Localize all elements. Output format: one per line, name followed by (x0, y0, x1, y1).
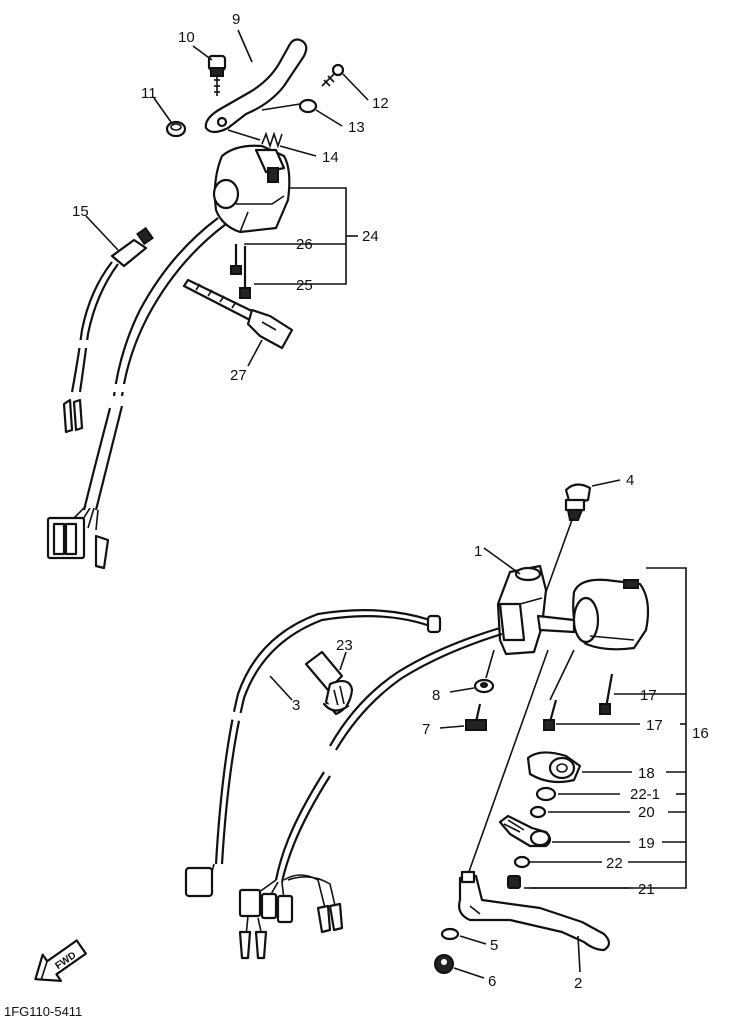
upper-assembly (46, 29, 369, 570)
callout-1: 1 (474, 543, 482, 560)
callout-16: 16 (692, 725, 709, 742)
cam-18 (526, 751, 582, 784)
screw-25 (239, 246, 251, 299)
washer-8 (473, 678, 495, 694)
washer-22-1 (535, 786, 557, 802)
fwd-arrow-icon: FWD (34, 939, 87, 982)
callout-3: 3 (292, 697, 300, 714)
callout-5: 5 (490, 937, 498, 954)
callout-12: 12 (372, 95, 389, 112)
callout-13: 13 (348, 119, 365, 136)
callout-10: 10 (178, 29, 195, 46)
bolt-4 (564, 483, 592, 521)
spring-14 (261, 131, 283, 149)
part-21 (507, 875, 521, 889)
callout-26: 26 (296, 236, 313, 253)
part-20 (529, 805, 547, 819)
nut-11 (165, 120, 187, 138)
switch-housing-16 (572, 578, 650, 651)
callout-17a: 17 (640, 687, 657, 704)
wire-3 (184, 609, 442, 898)
bracket-1 (496, 564, 548, 656)
screw-26 (230, 244, 242, 275)
nut-6 (434, 954, 454, 974)
callout-24: 24 (362, 228, 379, 245)
cable-tie-27 (182, 278, 294, 367)
callout-4: 4 (626, 472, 634, 489)
callout-22: 22 (606, 855, 623, 872)
callout-23: 23 (336, 637, 353, 654)
washer-22 (513, 855, 531, 869)
diagram-code: 1FG110-5411 (4, 1004, 82, 1019)
switch-23 (304, 650, 354, 716)
lower-assembly (184, 479, 687, 979)
callout-14: 14 (322, 149, 339, 166)
sensor-15 (62, 226, 154, 434)
connector-bundle-upper (46, 505, 110, 570)
callout-2: 2 (574, 975, 582, 992)
screw-17b (543, 699, 558, 731)
callout-19: 19 (638, 835, 655, 852)
callout-20: 20 (638, 804, 655, 821)
callout-8: 8 (432, 687, 440, 704)
lever-9 (204, 38, 308, 134)
screw-12 (321, 63, 345, 87)
o-ring-5 (440, 927, 460, 941)
callout-15: 15 (72, 203, 89, 220)
bolt-7 (465, 703, 487, 731)
callout-17b: 17 (646, 717, 663, 734)
switch-housing-24 (212, 144, 291, 234)
callout-11: 11 (141, 85, 157, 102)
adjuster-19 (498, 814, 552, 848)
connector-bundle-lower (238, 874, 344, 960)
callout-27: 27 (230, 367, 247, 384)
callout-labels: 9 10 11 12 13 14 15 24 26 25 27 4 1 23 8… (72, 11, 709, 992)
callout-22-1: 22-1 (630, 786, 660, 803)
lever-2 (458, 870, 611, 952)
screw-17a (599, 673, 614, 715)
pivot-bolt-10 (207, 54, 227, 96)
callout-25: 25 (296, 277, 313, 294)
callout-7: 7 (422, 721, 430, 738)
callout-6: 6 (488, 973, 496, 990)
callout-9: 9 (232, 11, 240, 28)
callout-21: 21 (638, 881, 655, 898)
washer-13 (298, 98, 318, 114)
callout-18: 18 (638, 765, 655, 782)
